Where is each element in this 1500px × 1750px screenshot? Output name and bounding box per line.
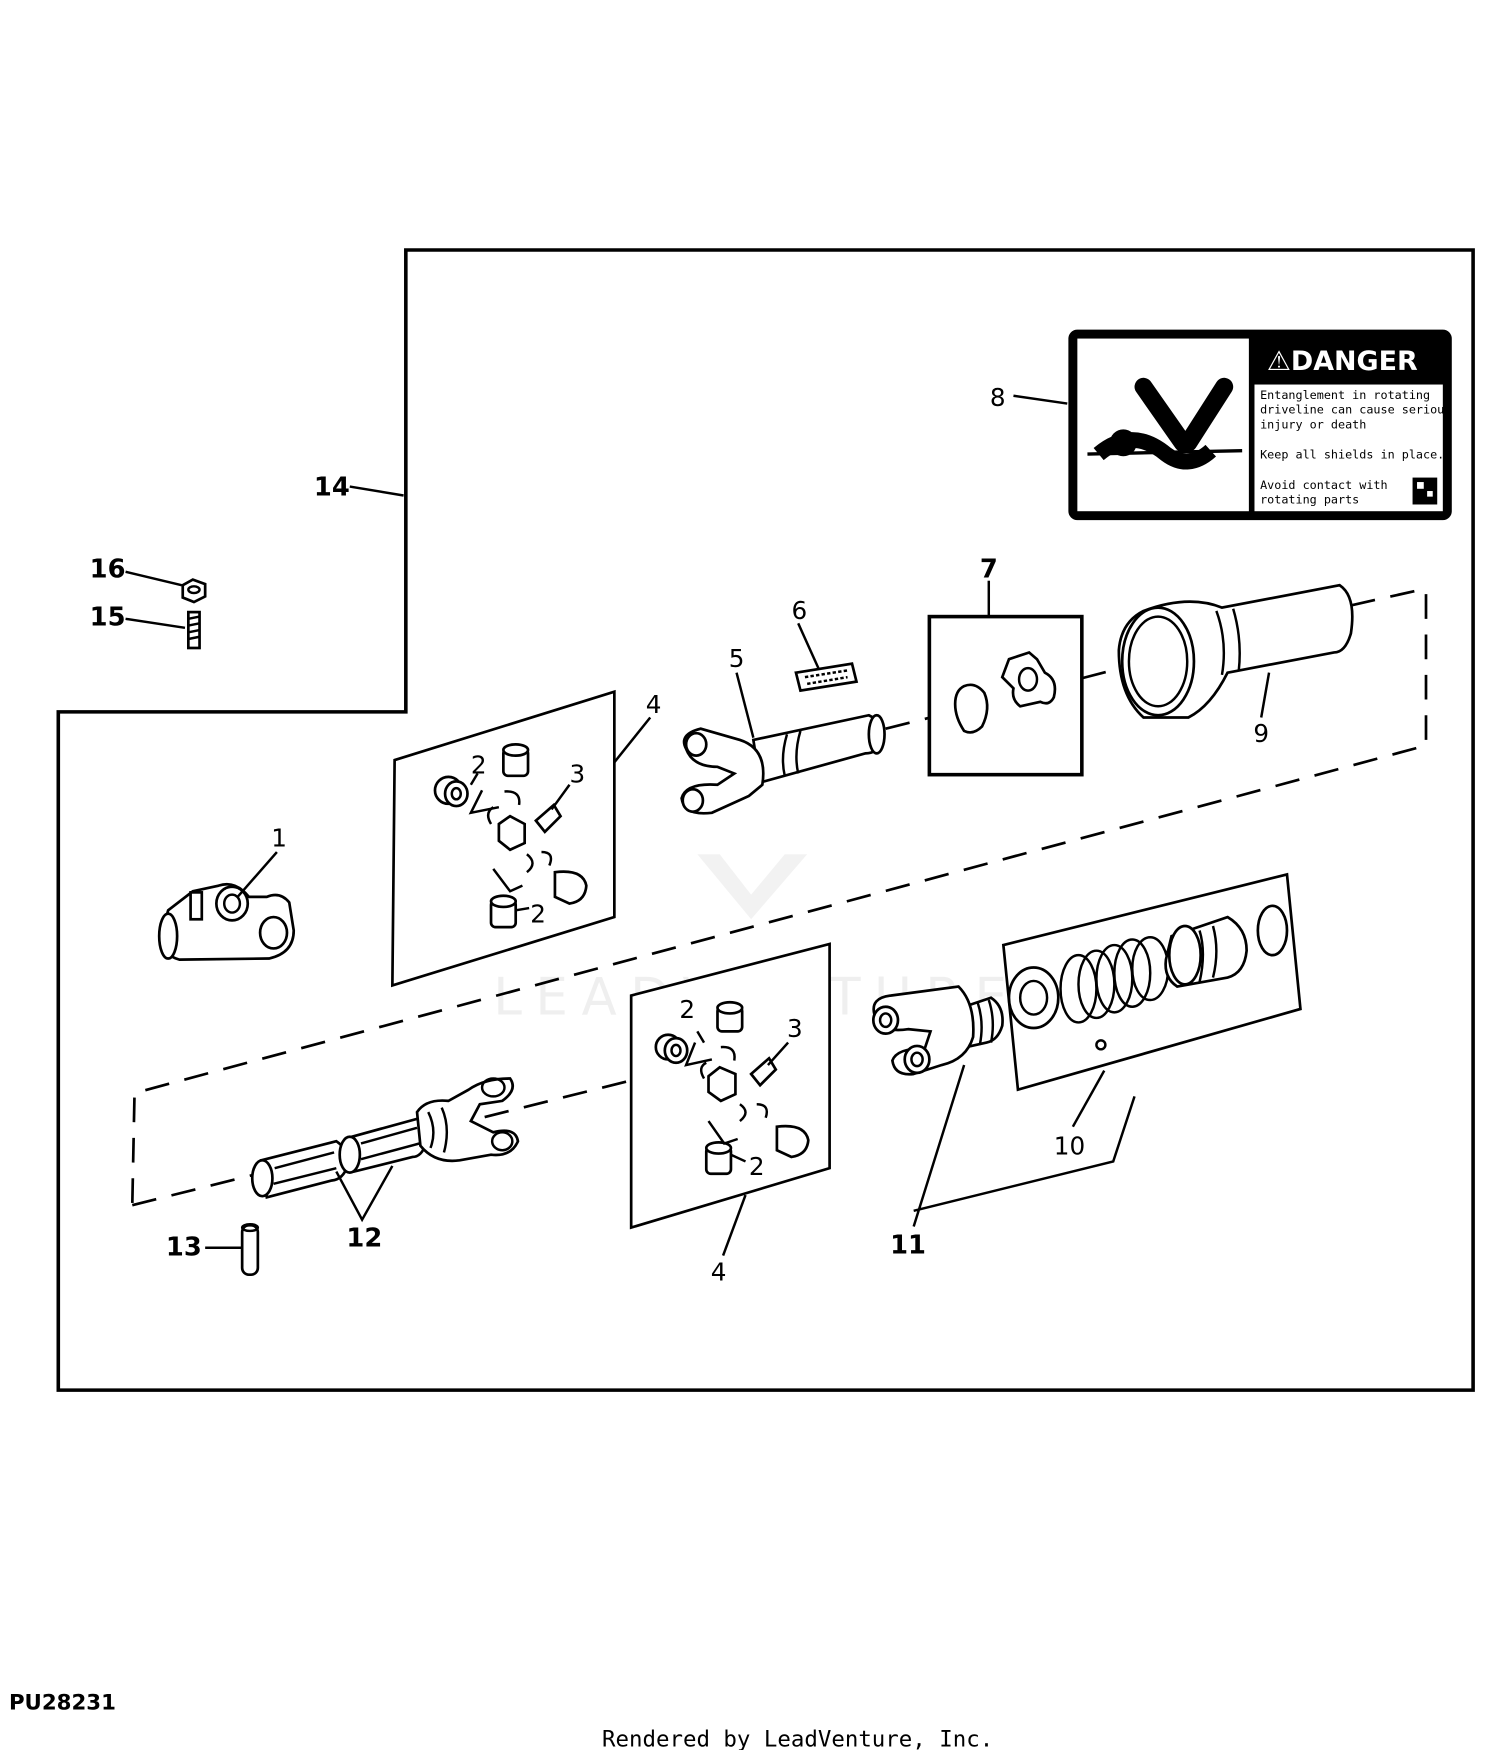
callout-5: 5	[729, 644, 745, 673]
decal-line-1: Entanglement in rotating	[1260, 388, 1430, 402]
kit-4-upper	[391, 689, 616, 988]
kit-10-spring-kit	[1001, 872, 1302, 1092]
render-credit: Rendered by LeadVenture, Inc.	[602, 1727, 993, 1750]
callout-3-lower: 3	[787, 1014, 803, 1043]
part-15-bolt	[186, 610, 201, 650]
callouts: 8 14 16 15 1 2 3 2 4 5 6 7 9 2 3 2 4 10 …	[90, 383, 1269, 1286]
callout-8: 8	[990, 383, 1006, 412]
part-6-label	[794, 662, 859, 693]
callout-10: 10	[1054, 1132, 1085, 1161]
decal-line-5: Avoid contact with	[1260, 478, 1388, 492]
callout-9: 9	[1253, 719, 1269, 748]
kit-4-lower	[629, 942, 831, 1230]
callout-1: 1	[271, 823, 287, 852]
callout-2-lower-b: 2	[749, 1152, 765, 1181]
part-11-yoke	[871, 985, 1004, 1076]
leader-lines	[125, 394, 1271, 1257]
qr-code-icon	[1412, 477, 1438, 505]
callout-11: 11	[890, 1230, 926, 1260]
decal-line-6: rotating parts	[1260, 492, 1359, 506]
part-5-yoke-tube	[680, 713, 886, 815]
callout-2-upper-b: 2	[530, 900, 546, 929]
decal-line-2: driveline can cause serious	[1260, 403, 1451, 417]
callout-4-upper: 4	[646, 690, 662, 719]
part-12-inner-shaft	[250, 1077, 520, 1199]
callout-6: 6	[791, 596, 807, 625]
entanglement-pictogram-icon	[1087, 377, 1243, 470]
callout-4-lower: 4	[711, 1257, 727, 1286]
callout-2-lower-a: 2	[679, 995, 695, 1024]
driveline-axis-upper	[130, 594, 1428, 1206]
part-16-nut	[181, 578, 207, 604]
part-1-yoke	[157, 882, 296, 961]
decal-heading: ⚠DANGER	[1267, 346, 1418, 377]
callout-13: 13	[166, 1233, 202, 1263]
callout-16: 16	[90, 554, 126, 584]
part-13-pin	[240, 1222, 260, 1277]
decal-line-3: injury or death	[1260, 417, 1366, 431]
callout-15: 15	[90, 603, 126, 633]
figure-id: PU28231	[9, 1691, 116, 1716]
callout-7: 7	[980, 554, 998, 584]
callout-14: 14	[314, 473, 350, 503]
kit-7-snap-ring	[927, 614, 1084, 777]
part-9-shield	[1117, 583, 1354, 719]
decal-line-4: Keep all shields in place.	[1260, 448, 1444, 462]
callout-12: 12	[346, 1224, 382, 1254]
callout-3-upper: 3	[570, 760, 586, 789]
driveline-axis-top	[885, 587, 1427, 731]
danger-decal: ⚠DANGER Entanglement in rotating driveli…	[1068, 329, 1452, 521]
callout-2-upper-a: 2	[471, 751, 487, 780]
assembly-frame	[56, 248, 1475, 1392]
